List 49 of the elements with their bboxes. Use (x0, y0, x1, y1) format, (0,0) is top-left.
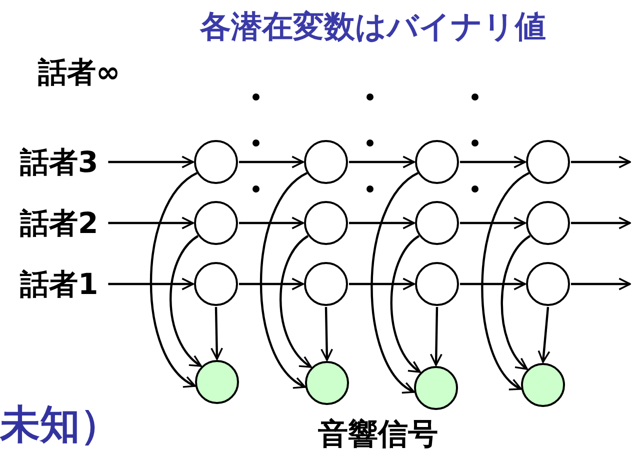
state-circle (415, 201, 459, 245)
state-circle (304, 201, 348, 245)
arrow (481, 172, 530, 390)
arrow (460, 156, 526, 168)
arrow (108, 278, 194, 290)
arrow (108, 156, 194, 168)
observation-circle (195, 360, 239, 404)
observation-circle (521, 363, 565, 407)
state-circle (194, 262, 238, 306)
arrow (571, 216, 631, 230)
state-circle (415, 140, 459, 184)
state-circle (194, 201, 238, 245)
state-circle (526, 201, 570, 245)
speaker-label: 話者2 (20, 206, 98, 240)
arrow (280, 235, 312, 368)
arrow (538, 306, 550, 363)
arrow (210, 306, 224, 360)
arrow (239, 216, 304, 230)
speaker-label: 話者1 (20, 267, 98, 301)
arrow (430, 306, 442, 366)
arrow (349, 216, 415, 230)
state-circle (526, 262, 570, 306)
arrow (239, 156, 304, 168)
arrow (460, 278, 526, 290)
arrow (349, 278, 415, 290)
arrow (571, 156, 631, 168)
arrow (500, 235, 531, 370)
state-circle (304, 140, 348, 184)
arrow (460, 216, 526, 230)
arrow (349, 156, 415, 168)
speaker-label: 話者3 (20, 145, 98, 179)
title: 各潜在変数はバイナリ値 (200, 12, 546, 43)
arrow (150, 172, 198, 387)
arrow (239, 278, 304, 290)
observation-circle (414, 366, 458, 410)
arrow (170, 235, 202, 367)
arrow (260, 172, 308, 388)
arrow (320, 306, 334, 361)
speaker-label: 話者∞ (38, 58, 120, 87)
arrow (108, 216, 194, 230)
arrow (390, 235, 421, 373)
signal-label: 音響信号 (318, 420, 438, 450)
state-circle (194, 140, 238, 184)
state-circle (415, 262, 459, 306)
arrow (370, 172, 419, 393)
arrow (571, 278, 631, 290)
observation-circle (305, 361, 349, 405)
state-circle (526, 140, 570, 184)
state-circle (304, 262, 348, 306)
